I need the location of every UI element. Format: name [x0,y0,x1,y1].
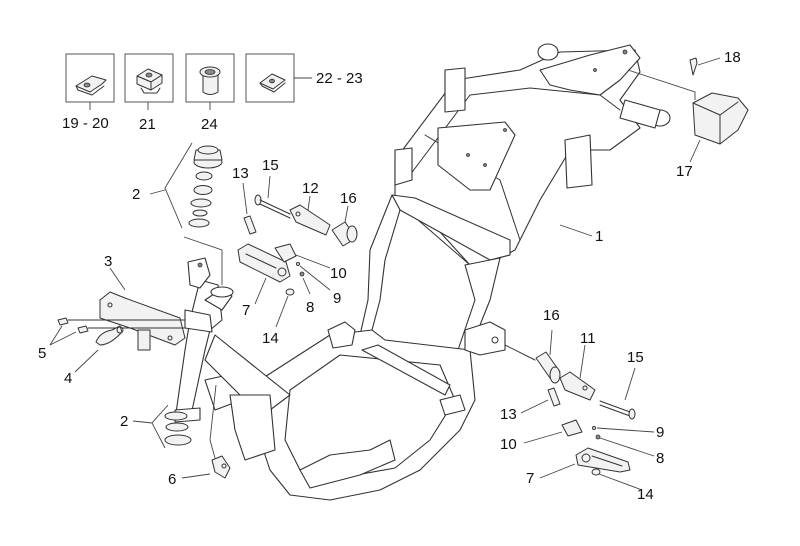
screws-5[interactable] [49,317,186,346]
footrest-right[interactable] [504,329,655,491]
inset-24[interactable] [185,53,235,110]
callout-12[interactable]: 12 [302,180,319,197]
callout-13[interactable]: 13 [232,165,249,182]
callout-14[interactable]: 14 [262,330,279,347]
inset-21[interactable] [124,53,174,110]
callout-3[interactable]: 3 [104,253,112,270]
callout-18[interactable]: 18 [724,49,741,66]
callout-19-20[interactable]: 19 - 20 [62,115,109,132]
callout-9[interactable]: 9 [333,290,341,307]
callout-7[interactable]: 7 [526,470,534,487]
callout-1[interactable]: 1 [595,228,603,245]
callout-16[interactable]: 16 [543,307,560,324]
inset-22-23[interactable] [245,53,312,103]
callout-6[interactable]: 6 [168,471,176,488]
callout-21[interactable]: 21 [139,116,156,133]
callout-11[interactable]: 11 [580,330,596,347]
footrest-left[interactable] [237,175,358,328]
steering-bearing-top[interactable] [149,142,223,285]
callout-24[interactable]: 24 [201,116,218,133]
callout-10[interactable]: 10 [330,265,347,282]
callout-2[interactable]: 2 [132,186,140,203]
callout-8[interactable]: 8 [656,450,664,467]
clamp-6[interactable] [181,384,231,479]
callout-13[interactable]: 13 [500,406,517,423]
callout-5[interactable]: 5 [38,345,46,362]
bushing-icon [199,66,221,95]
cage-nut-icon [136,68,163,94]
callout-22-23[interactable]: 22 - 23 [316,70,363,87]
frame[interactable] [259,43,671,501]
callout-17[interactable]: 17 [676,163,693,180]
callout-9[interactable]: 9 [656,424,664,441]
screw-18[interactable] [627,57,721,100]
callout-2[interactable]: 2 [120,413,128,430]
callout-8[interactable]: 8 [306,299,314,316]
clip-nut-icon [75,75,107,96]
callout-15[interactable]: 15 [262,157,279,174]
leader-1 [559,224,593,237]
steering-bearing-bottom[interactable] [132,404,192,449]
inset-19-20[interactable] [65,53,115,110]
callout-7[interactable]: 7 [242,302,250,319]
front-bracket[interactable] [99,267,186,351]
callout-14[interactable]: 14 [637,486,654,503]
gasket-4[interactable] [74,325,124,373]
callout-4[interactable]: 4 [64,370,72,387]
head-tube[interactable] [174,257,291,461]
flat-clip-icon [259,73,286,93]
callout-16[interactable]: 16 [340,190,357,207]
cover-17[interactable] [689,92,749,163]
callout-15[interactable]: 15 [627,349,644,366]
callout-10[interactable]: 10 [500,436,517,453]
